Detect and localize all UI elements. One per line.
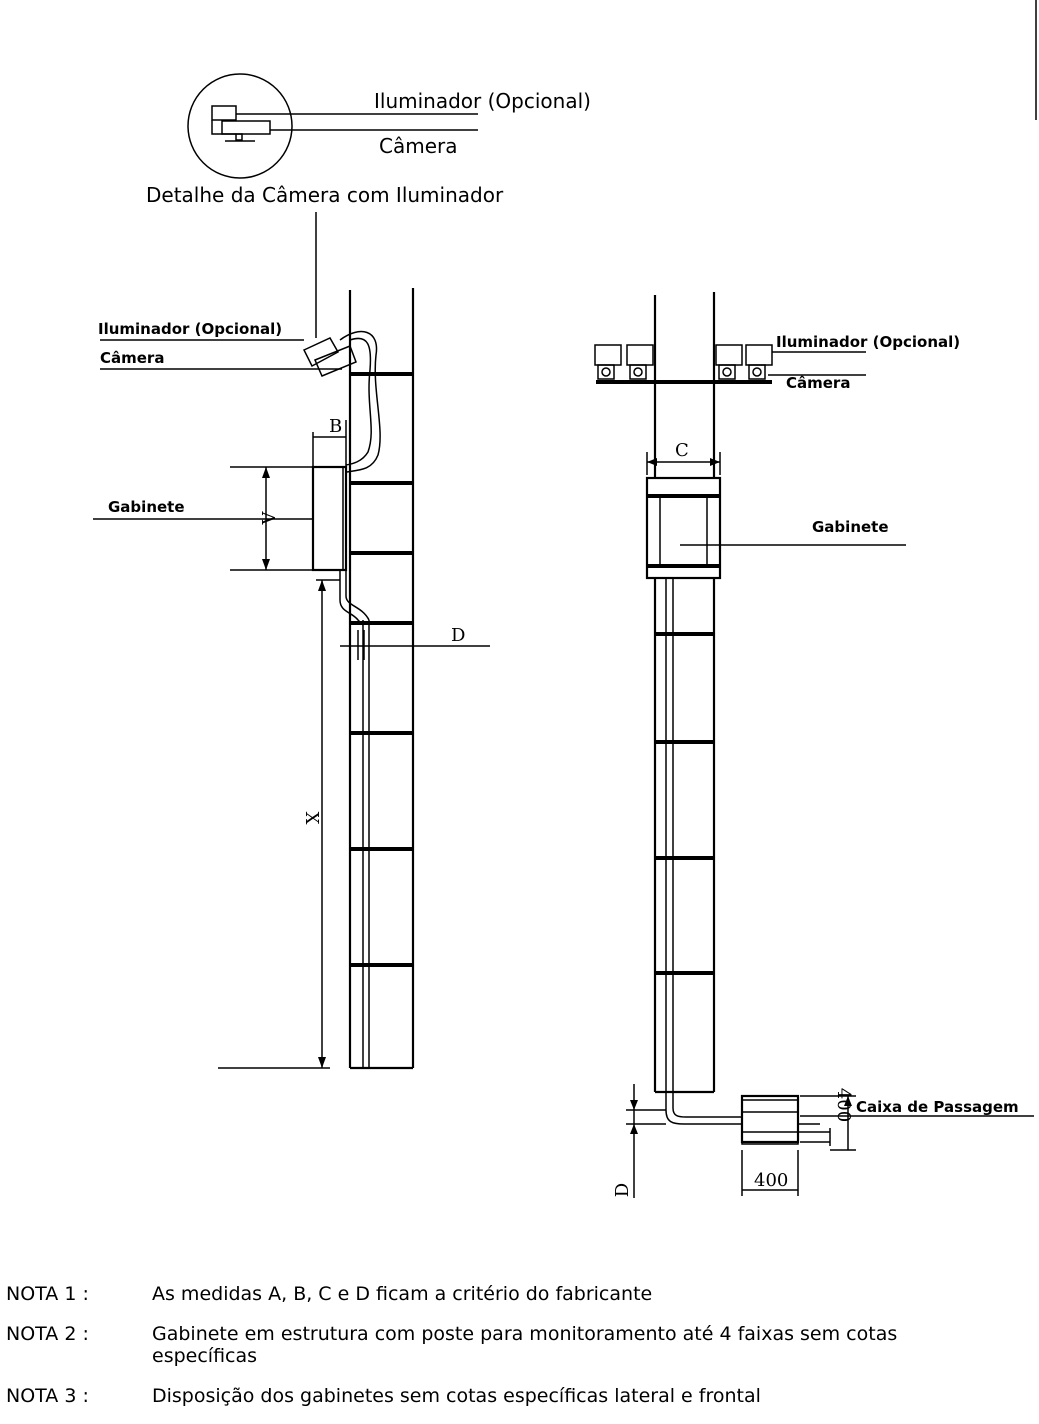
dim-400-vertical-label: 400 [833, 1088, 854, 1122]
dim-a-label: A [257, 511, 278, 526]
camera-detail: Iluminador (Opcional) Câmera Detalhe da … [146, 73, 591, 338]
dim-d-side-label: D [451, 625, 465, 646]
dim-c-label: C [675, 440, 689, 461]
caixa-label: Caixa de Passagem [856, 1098, 1019, 1116]
note-3-text: Disposição dos gabinetes sem cotas espec… [152, 1385, 761, 1407]
note-3-label: NOTA 3 : [6, 1385, 89, 1407]
side-view: Iluminador (Opcional) Câmera Gabinete A … [93, 288, 490, 1070]
front-gabinete-label: Gabinete [812, 518, 889, 536]
side-iluminador-label: Iluminador (Opcional) [98, 320, 282, 338]
dim-400-horizontal-label: 400 [754, 1170, 788, 1191]
front-iluminador-label: Iluminador (Opcional) [776, 333, 960, 351]
note-1-label: NOTA 1 : [6, 1283, 89, 1305]
side-gabinete-label: Gabinete [108, 498, 185, 516]
dim-x-label: X [301, 812, 322, 825]
detail-title: Detalhe da Câmera com Iluminador [146, 183, 504, 207]
front-view: Iluminador (Opcional) Câmera C Gabinete [594, 292, 1034, 1198]
side-camera-label: Câmera [100, 349, 164, 367]
detail-camera-label: Câmera [379, 134, 458, 158]
note-2-text: Gabinete em estrutura com poste para mon… [152, 1323, 898, 1367]
note-1-text: As medidas A, B, C e D ficam a critério … [152, 1283, 653, 1305]
dim-d-front-label: D [612, 1183, 633, 1197]
detail-iluminador-label: Iluminador (Opcional) [374, 89, 591, 113]
front-camera-label: Câmera [786, 374, 850, 392]
note-2-label: NOTA 2 : [6, 1323, 89, 1345]
dim-b-label: B [329, 416, 342, 437]
